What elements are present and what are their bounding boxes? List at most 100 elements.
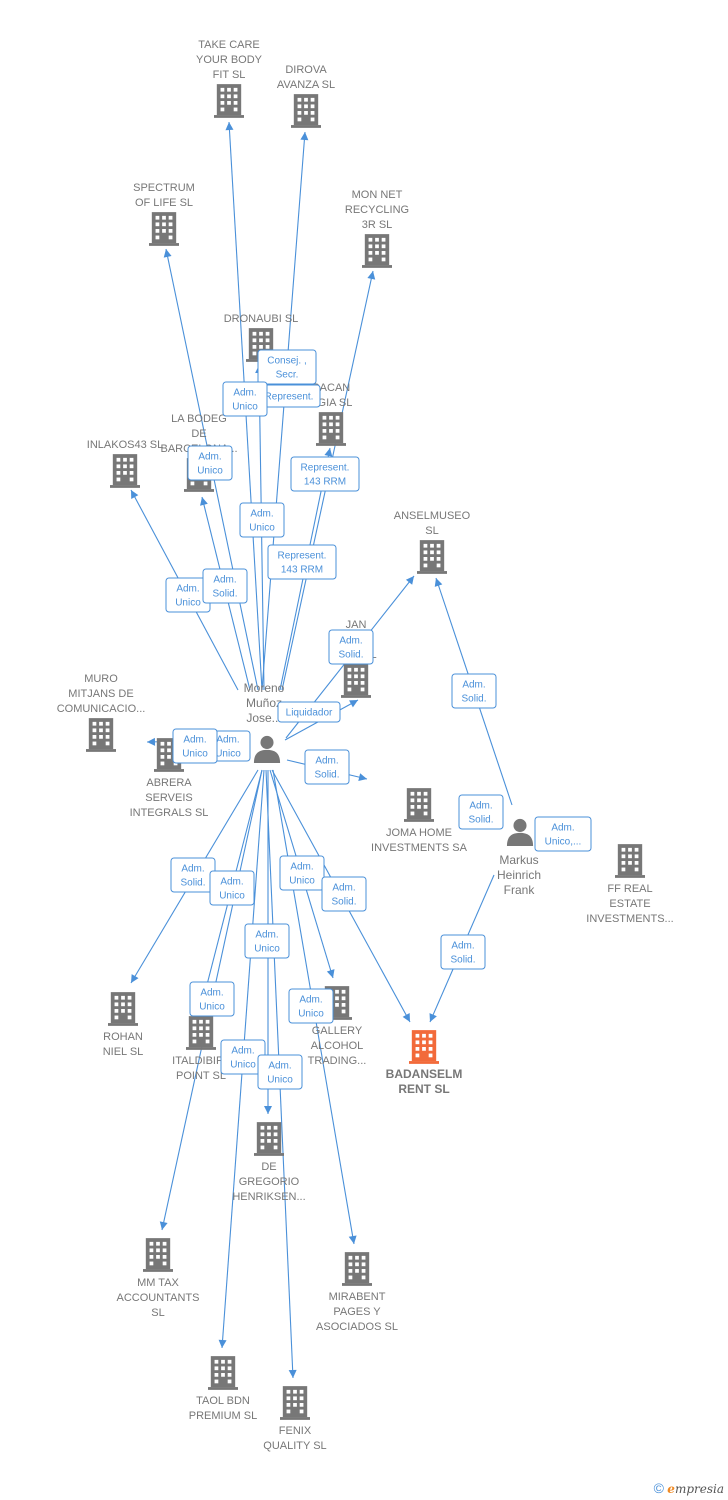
building-icon	[110, 454, 140, 488]
role-badge-r_consej[interactable]: Consej. ,Secr.	[257, 349, 317, 385]
company-label: ACCOUNTANTS	[117, 1292, 200, 1304]
role-label: Adm.	[469, 801, 492, 812]
role-badge-r_sol_bod[interactable]: Adm.Solid.	[202, 568, 248, 604]
role-label: Adm.	[200, 988, 223, 999]
building-icon	[291, 94, 321, 128]
role-badge-r_adm_bod[interactable]: Adm.Unico	[187, 445, 233, 481]
role-label: Adm.	[216, 735, 239, 746]
role-badge-r_liq[interactable]: Liquidador	[277, 701, 341, 723]
role-label: Adm.	[332, 883, 355, 894]
role-badge-r_adm_mir[interactable]: Adm.Unico	[288, 988, 334, 1024]
arrow-head-icon	[326, 969, 335, 978]
company-label: FF REAL	[607, 883, 652, 895]
company-label: INVESTMENTS...	[586, 913, 673, 925]
logo-initial: e	[667, 1482, 675, 1496]
company-label: POINT SL	[176, 1070, 226, 1082]
brand-footer[interactable]: © empresia	[654, 1480, 724, 1496]
role-badge-r_sol_mk[interactable]: Adm.Solid.	[458, 794, 504, 830]
person-label: Jose...	[246, 711, 281, 725]
role-box	[534, 816, 592, 852]
role-box	[202, 568, 248, 604]
company-node-gallery[interactable]: GALLERYALCOHOLTRADING...	[308, 986, 367, 1067]
company-label: MITJANS DE	[68, 688, 133, 700]
role-badge-r_sol_jan[interactable]: Adm.Solid.	[328, 629, 374, 665]
role-label: Unico	[219, 891, 245, 902]
role-badge-r_sol_roh[interactable]: Adm.Solid.	[170, 857, 216, 893]
role-badge-r_adm_inl[interactable]: Adm.Unico	[165, 577, 211, 613]
company-label: COMUNICACIO...	[57, 703, 146, 715]
building-icon	[615, 844, 645, 878]
role-badge-r_adm_ital[interactable]: Adm.Unico	[209, 870, 255, 906]
person-node-moreno[interactable]: MorenoMuñozJose...	[244, 681, 285, 763]
role-box	[321, 876, 367, 912]
role-badge-r_adm_deg[interactable]: Adm.Unico	[244, 923, 290, 959]
building-icon	[143, 1238, 173, 1272]
company-label: 3R SL	[362, 219, 393, 231]
company-node-dronaubi[interactable]: DRONAUBI SL	[224, 313, 299, 362]
company-label: ALCOHOL	[311, 1040, 364, 1052]
company-label: TAOL BDN	[196, 1395, 250, 1407]
company-label: AVANZA SL	[277, 79, 335, 91]
role-badge-r_sol_bad2[interactable]: Adm.Solid.	[440, 934, 486, 970]
arrow-head-icon	[348, 1235, 357, 1244]
role-label: Secr.	[276, 370, 299, 381]
role-badge-r_unico_ff[interactable]: Adm.Unico,...	[534, 816, 592, 852]
company-label: INLAKOS43 SL	[87, 439, 163, 451]
company-node-degregorio[interactable]: DEGREGORIOHENRIKSEN...	[232, 1122, 306, 1203]
role-badge-r_adm_gal[interactable]: Adm.Unico	[279, 855, 325, 891]
role-label: Adm.	[339, 636, 362, 647]
arrow-head-icon	[131, 974, 139, 983]
company-node-italdibipa[interactable]: ITALDIBIPA POINT SL	[172, 1016, 230, 1082]
company-node-ffreal[interactable]: FF REALESTATEINVESTMENTS...	[586, 844, 674, 925]
role-label: Unico	[197, 466, 223, 477]
company-label: DRONAUBI SL	[224, 313, 299, 325]
company-label: ITALDIBIPA	[172, 1055, 230, 1067]
role-badge-r_adm_mid[interactable]: Adm.Unico	[239, 502, 285, 538]
role-badge-r_adm_dron[interactable]: Adm.Unico	[222, 381, 268, 417]
role-label: Represent.	[265, 392, 314, 403]
role-label: Adm.	[462, 680, 485, 691]
role-badge-r_adm_fen[interactable]: Adm.Unico	[257, 1054, 303, 1090]
company-label: HENRIKSEN...	[232, 1191, 305, 1203]
company-label: ANSELMUSEO	[394, 510, 471, 522]
role-label: Adm.	[255, 930, 278, 941]
role-badge-r_sol_bad[interactable]: Adm.Solid.	[321, 876, 367, 912]
role-label: Liquidador	[286, 708, 333, 719]
company-node-anselmuseo[interactable]: ANSELMUSEO SL	[394, 510, 471, 574]
role-label: Solid.	[450, 955, 475, 966]
role-label: Adm.	[268, 1061, 291, 1072]
company-node-inlakos[interactable]: INLAKOS43 SL	[87, 439, 163, 488]
copyright-icon: ©	[653, 1480, 664, 1496]
role-badge-r_adm_mm[interactable]: Adm.Unico	[189, 981, 235, 1017]
company-label: SL	[425, 525, 438, 537]
role-box	[239, 502, 285, 538]
role-badge-r_sol_ans[interactable]: Adm.Solid.	[451, 673, 497, 709]
role-badge-r_repr_rac[interactable]: Represent.143 RRM	[290, 456, 360, 492]
role-box	[257, 1054, 303, 1090]
role-badge-r_repr_mon[interactable]: Represent.143 RRM	[267, 544, 337, 580]
relation-edge	[261, 131, 306, 691]
role-badge-r_sol_joma[interactable]: Adm.Solid.	[304, 749, 350, 785]
person-icon	[506, 818, 534, 846]
company-label: RACAN	[312, 382, 351, 394]
company-label: RENT SL	[398, 1082, 449, 1096]
arrow-head-icon	[159, 1221, 168, 1230]
company-label: JAN	[346, 619, 367, 631]
building-icon	[409, 1030, 439, 1064]
building-icon	[362, 234, 392, 268]
role-badge-r_adm_abr[interactable]: Adm.Unico	[172, 728, 218, 764]
